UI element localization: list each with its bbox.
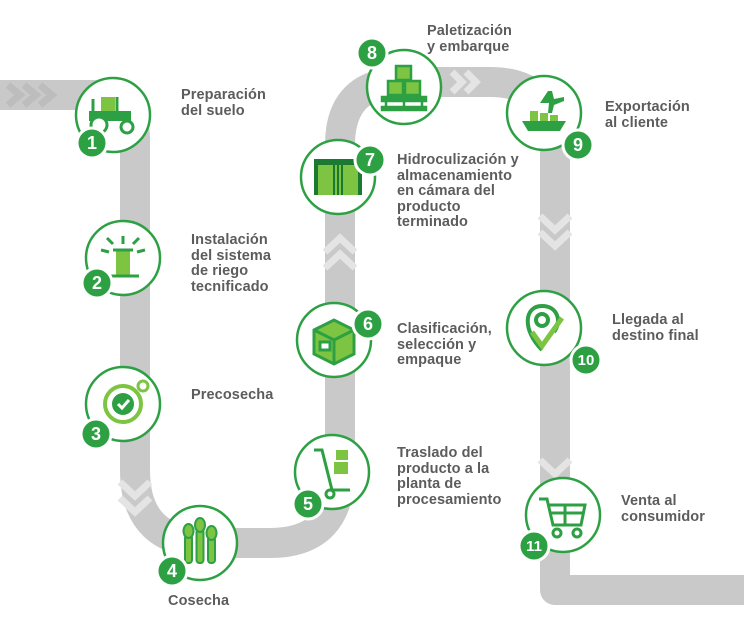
- step-number-badge: 1: [75, 126, 109, 160]
- step-8: 8: [355, 36, 443, 126]
- hand-truck-icon: [314, 448, 350, 500]
- step-label: Traslado del producto a la planta de pro…: [397, 445, 502, 508]
- step-number: 5: [303, 494, 313, 514]
- step-label: Paletización y embarque: [427, 23, 513, 55]
- step-number: 3: [91, 424, 101, 444]
- step-number-badge: 8: [355, 36, 389, 70]
- chevron-right-icon: [449, 69, 481, 95]
- step-6: 6: [295, 301, 385, 379]
- step-label: Precosecha: [191, 387, 274, 403]
- step-2: 2: [80, 219, 162, 300]
- step-number: 8: [367, 43, 377, 63]
- step-label: Instalación del sistema de riego tecnifi…: [191, 232, 272, 295]
- step-label: Venta al consumidor: [621, 493, 705, 525]
- step-label: Hidroculización y almacenamiento en cáma…: [397, 152, 519, 230]
- step-number: 6: [363, 314, 373, 334]
- step-circle: [505, 289, 583, 367]
- step-number-badge: 2: [80, 266, 114, 300]
- chevron-up-icon: [322, 233, 358, 271]
- step-number: 11: [526, 538, 542, 555]
- step-number: 2: [92, 273, 102, 293]
- chevron-down-icon: [537, 213, 573, 479]
- location-check-icon: [525, 303, 565, 352]
- step-number: 7: [365, 150, 375, 170]
- step-number-badge: 9: [561, 128, 595, 162]
- step-number: 9: [573, 135, 583, 155]
- step-label: Preparación del suelo: [181, 87, 266, 119]
- step-4: 4: [155, 504, 239, 588]
- step-number: 1: [87, 133, 97, 153]
- step-9: 9: [505, 74, 595, 162]
- shopping-cart-icon: [539, 497, 587, 539]
- step-number-badge: 5: [291, 487, 325, 521]
- step-10: 10: [505, 289, 603, 377]
- step-number-badge: 7: [353, 143, 387, 177]
- step-label: Clasificación, selección y empaque: [397, 321, 492, 368]
- step-3: 3: [79, 365, 162, 451]
- step-number-badge: 3: [79, 417, 113, 451]
- step-label: Cosecha: [168, 593, 230, 609]
- step-number-badge: 6: [351, 307, 385, 341]
- plane-ship-icon: [522, 91, 566, 131]
- box-icon: [312, 318, 356, 366]
- tractor-icon: [89, 97, 135, 135]
- cold-storage-icon: [314, 159, 362, 195]
- step-7: 7: [299, 138, 387, 216]
- step-number: 4: [167, 561, 177, 581]
- chevron-right-icon: [5, 82, 58, 108]
- step-number-badge: 10: [569, 343, 603, 377]
- pallet-icon: [380, 64, 428, 112]
- asparagus-icon: [182, 517, 218, 564]
- step-11: 11: [517, 476, 602, 563]
- step-label: Exportación al cliente: [605, 99, 690, 131]
- sprinkler-icon: [100, 236, 146, 278]
- step-number: 10: [578, 352, 595, 369]
- step-number-badge: 11: [517, 529, 551, 563]
- step-label: Llegada al destino final: [612, 312, 699, 344]
- chevron-down-icon: [117, 479, 153, 517]
- step-1: 1: [74, 76, 152, 160]
- step-5: 5: [291, 433, 371, 521]
- gear-check-icon: [103, 379, 150, 424]
- direction-chevrons: [5, 69, 573, 517]
- step-number-badge: 4: [155, 554, 189, 588]
